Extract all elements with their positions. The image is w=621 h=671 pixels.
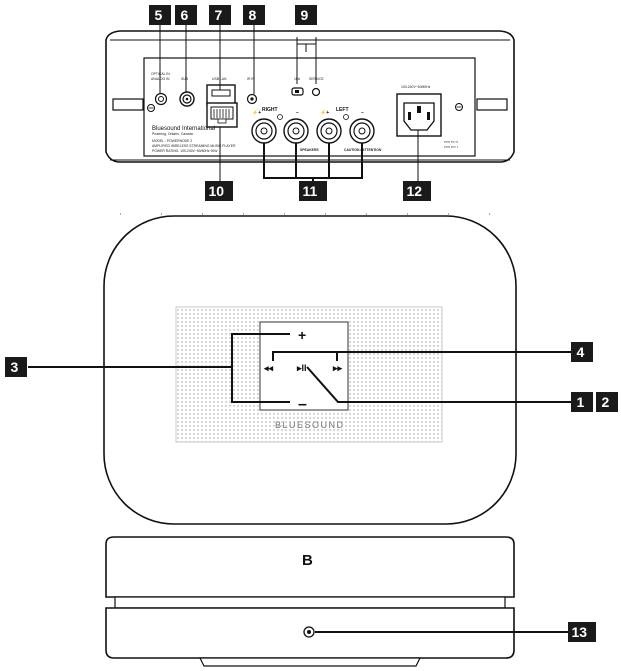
callout-1: 1 xyxy=(571,392,593,412)
callout-13: 13 xyxy=(568,622,596,642)
model-line: MODEL : POWERNODE 2 xyxy=(152,139,192,143)
ir-in-label: IR IN xyxy=(247,77,255,81)
svg-text:9: 9 xyxy=(301,7,309,23)
screw-icon xyxy=(147,104,155,112)
next-track-button[interactable]: ▸▸ xyxy=(332,363,343,373)
callout-11: 11 xyxy=(299,181,327,201)
callout-4: 4 xyxy=(571,342,593,362)
right-label: RIGHT xyxy=(262,107,278,113)
service-button xyxy=(311,87,321,97)
left-rail xyxy=(112,98,144,111)
svg-text:2: 2 xyxy=(602,394,610,410)
mains-label: 100-240V~50/60Hz xyxy=(401,85,431,89)
bluesound-brand-text: BLUESOUND xyxy=(275,420,345,430)
callout-7: 7 xyxy=(209,5,231,25)
svg-text:7: 7 xyxy=(215,7,223,23)
power-rating-line: POWER RATING: 100-240V~50/60Hz 90W xyxy=(152,149,218,153)
bluesound-logo: B xyxy=(302,552,313,569)
svg-text:5: 5 xyxy=(155,7,163,23)
volume-up-button[interactable]: + xyxy=(298,327,306,343)
base-foot xyxy=(199,657,421,667)
front-band xyxy=(114,596,506,609)
analog-in-label: ANALOG IN xyxy=(151,77,170,81)
service-switch xyxy=(291,87,304,96)
svg-text:6: 6 xyxy=(181,7,189,23)
description-line: AMPLIFIED WIRELESS STREAMING MUSIC PLAYE… xyxy=(152,144,236,148)
speaker-terminal-left-minus xyxy=(349,118,375,144)
sub-out-port xyxy=(179,91,195,107)
plus-mark-left: ⚡+ xyxy=(320,109,329,116)
minus-mark-left: − xyxy=(361,110,364,116)
callout-12: 12 xyxy=(403,181,431,201)
minus-mark-right: − xyxy=(296,110,299,116)
warning-text-a: ▪▪▪▪▪ ▪▪▪ ▪▪ xyxy=(444,140,458,144)
callout-3: 3 xyxy=(5,357,27,377)
speaker-terminal-left-plus xyxy=(316,118,342,144)
callout-5: 5 xyxy=(149,5,171,25)
svg-text:11: 11 xyxy=(303,183,318,199)
brand-line: Bluesound International xyxy=(152,126,215,132)
front-view: B xyxy=(105,536,568,667)
svg-text:1: 1 xyxy=(577,394,585,410)
previous-track-button[interactable]: ◂◂ xyxy=(263,363,274,373)
speaker-terminal-right-plus xyxy=(251,118,277,144)
callout-2: 2 xyxy=(596,392,618,412)
headphone-jack xyxy=(303,626,315,638)
svg-text:8: 8 xyxy=(249,7,257,23)
power-inlet xyxy=(396,93,442,137)
speakers-label: SPEAKERS xyxy=(300,148,319,152)
indicator-dot xyxy=(277,114,283,120)
svg-text:13: 13 xyxy=(572,624,588,640)
optical-in-label: OPTICAL IN xyxy=(151,72,170,76)
svg-text:12: 12 xyxy=(407,183,423,199)
sub-out-label: SUB xyxy=(181,77,189,81)
front-upper-body xyxy=(105,536,515,598)
warning-text-b: ▪▪▪▪▪ ▪▪▪▪ ▪ xyxy=(444,145,458,149)
screw-icon xyxy=(455,103,463,111)
lan-port xyxy=(206,102,238,128)
address-line: Pickering, Ontario, Canada xyxy=(152,132,193,136)
svg-text:3: 3 xyxy=(11,359,19,375)
svg-text:10: 10 xyxy=(209,183,225,199)
left-label: LEFT xyxy=(336,107,349,113)
indicator-dot xyxy=(343,114,349,120)
callout-10: 10 xyxy=(205,181,233,201)
plus-mark-right: ⚡+ xyxy=(252,109,261,116)
svg-text:4: 4 xyxy=(577,344,585,360)
switch-label-b: SERVICE xyxy=(309,77,325,81)
callout-8: 8 xyxy=(243,5,265,25)
rear-panel: OPTICAL IN ANALOG IN SUB USB LAN xyxy=(105,30,515,163)
speaker-terminal-right-minus xyxy=(283,118,309,144)
volume-down-button[interactable]: – xyxy=(298,396,307,413)
optical-analog-port xyxy=(154,92,168,106)
ir-in-port xyxy=(246,93,258,105)
callout-6: 6 xyxy=(175,5,197,25)
right-rail xyxy=(476,98,508,111)
rear-callout-leaders xyxy=(159,23,419,182)
callout-9: 9 xyxy=(295,5,317,25)
usb-port xyxy=(206,84,236,106)
play-pause-button[interactable]: ▸II xyxy=(296,363,307,373)
top-callout-leaders xyxy=(28,333,572,403)
